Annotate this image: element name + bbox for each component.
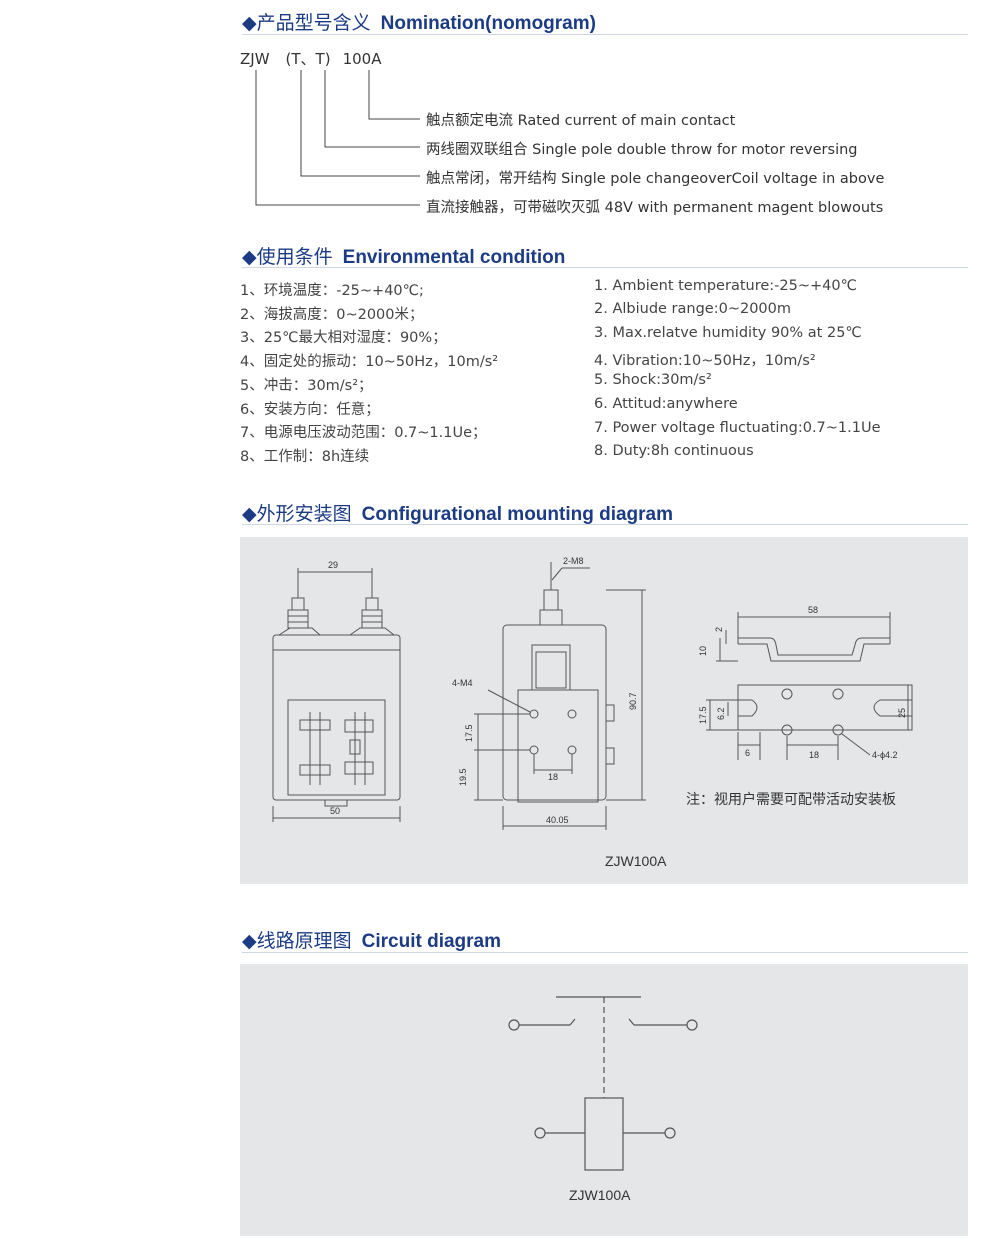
- env-cn-item: 5、冲击：30m/s²；: [240, 378, 373, 394]
- dim-50: 50: [330, 806, 340, 816]
- mounting-model: ZJW100A: [605, 853, 667, 869]
- circuit-drawing: ZJW100A: [508, 996, 698, 1203]
- env-cn-item: 1、环境温度：-25~+40℃;: [240, 283, 424, 299]
- diamond-icon: ◆: [242, 930, 257, 952]
- code-part-100a: 100A: [342, 50, 382, 68]
- env-en-item: 6. Attitud:anywhere: [594, 396, 738, 412]
- env-en-item: 5. Shock:30m/s²: [594, 372, 712, 388]
- dim-18b: 18: [809, 750, 819, 760]
- dim-17-5b: 17.5: [698, 706, 708, 724]
- dim-6-2: 6.2: [716, 707, 726, 720]
- env-cn-item: 6、安装方向：任意；: [240, 402, 380, 418]
- nomination-line-1: 触点额定电流 Rated current of main contact: [426, 113, 736, 129]
- mounting-title-en: Configurational mounting diagram: [361, 504, 674, 525]
- env-cn-item: 3、25℃最大相对湿度：90%；: [240, 330, 447, 346]
- dim-58: 58: [808, 605, 818, 615]
- circuit-title: ◆线路原理图 Circuit diagram: [242, 926, 501, 953]
- coil: [584, 1097, 624, 1171]
- env-cn-item: 7、电源电压波动范围：0.7~1.1Ue；: [240, 425, 487, 441]
- nomination-leader-lines: [255, 70, 420, 206]
- dim-17-5: 17.5: [464, 724, 474, 742]
- circuit-diagram-panel: ZJW100A: [240, 964, 968, 1236]
- nomination-line-2: 两线圈双联组合 Single pole double throw for mot…: [426, 142, 858, 158]
- diamond-icon: ◆: [242, 12, 257, 34]
- env-cn-item: 4、固定处的振动：10~50Hz，10m/s²: [240, 354, 499, 370]
- circuit-title-cn: 线路原理图: [256, 930, 352, 952]
- env-en-item: 8. Duty:8h continuous: [594, 443, 754, 459]
- diamond-icon: ◆: [242, 246, 257, 268]
- mounting-title-cn: 外形安装图: [256, 503, 352, 525]
- env-en-item: 4. Vibration:10~50Hz，10m/s²: [594, 353, 816, 369]
- environment-title-cn: 使用条件: [256, 246, 333, 268]
- dim-6: 6: [745, 748, 750, 758]
- front-view-body: [272, 634, 401, 801]
- circuit-title-en: Circuit diagram: [361, 931, 502, 952]
- dim-hole: 4-ϕ4.2: [872, 750, 898, 760]
- dim-29: 29: [328, 560, 338, 570]
- dim-40-05: 40.05: [546, 815, 569, 825]
- env-en-item: 1. Ambient temperature:-25~+40℃: [594, 278, 857, 294]
- env-en-item: 2. Albiude range:0~2000m: [594, 301, 791, 317]
- dim-m4: 4-M4: [452, 678, 473, 688]
- nomination-title-en: Nomination(nomogram): [380, 13, 596, 34]
- code-part-zjw: ZJW: [240, 50, 270, 68]
- environment-title: ◆使用条件 Environmental condition: [242, 242, 565, 269]
- mounting-note: 注：视用户需要可配带活动安装板: [686, 791, 896, 807]
- dim-18: 18: [548, 772, 558, 782]
- section-divider: [242, 524, 968, 525]
- section-divider: [242, 952, 968, 953]
- circuit-model: ZJW100A: [569, 1187, 631, 1203]
- nomination-title-cn: 产品型号含义: [256, 12, 371, 34]
- diamond-icon: ◆: [242, 503, 257, 525]
- mounting-title: ◆外形安装图 Configurational mounting diagram: [242, 499, 673, 526]
- mounting-drawing: 29 50 2-M8 4-M4 90.7 17.5 19.5 18 40.05 …: [272, 556, 913, 869]
- section-divider: [242, 267, 968, 268]
- dim-19-5: 19.5: [458, 768, 468, 786]
- dim-10: 10: [698, 646, 708, 656]
- dim-90-7: 90.7: [628, 692, 638, 710]
- environment-title-en: Environmental condition: [342, 247, 566, 268]
- env-cn-item: 2、海拔高度：0~2000米；: [240, 307, 424, 323]
- dim-2: 2: [714, 627, 724, 632]
- nomination-line-4: 直流接触器，可带磁吹灭弧 48V with permanent magent b…: [426, 200, 884, 216]
- section-divider: [242, 34, 968, 35]
- code-part-tt: (T、T): [285, 50, 331, 68]
- env-en-item: 7. Power voltage fluctuating:0.7~1.1Ue: [594, 420, 881, 436]
- nomination-line-3: 触点常闭，常开结构 Single pole changeoverCoil vol…: [426, 171, 885, 187]
- mounting-diagram-panel: 29 50 2-M8 4-M4 90.7 17.5 19.5 18 40.05 …: [240, 537, 968, 884]
- env-en-item: 3. Max.relatve humidity 90% at 25℃: [594, 325, 862, 341]
- dim-25: 25: [897, 708, 907, 718]
- dim-m8: 2-M8: [563, 556, 584, 566]
- nomination-title: ◆产品型号含义 Nomination(nomogram): [242, 8, 596, 35]
- model-code: ZJW (T、T) 100A: [240, 48, 381, 69]
- env-cn-item: 8、工作制：8h连续: [240, 449, 370, 465]
